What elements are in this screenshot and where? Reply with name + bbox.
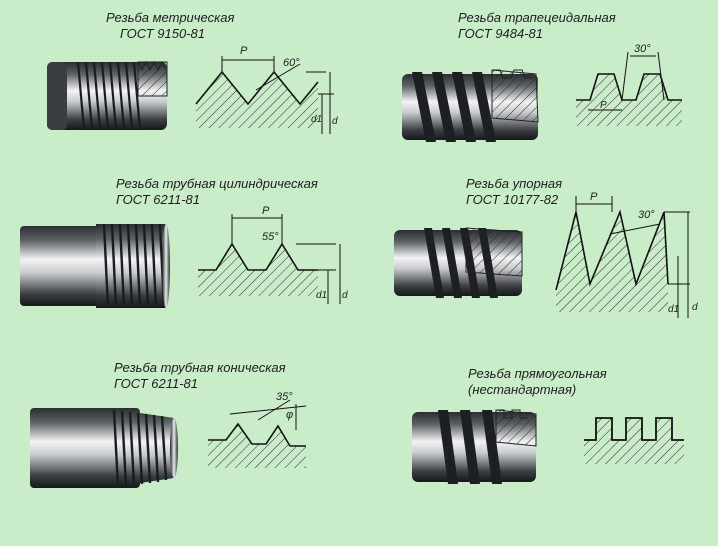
trapezoidal-title: Резьба трапецеидальная ГОСТ 9484-81 (458, 10, 616, 41)
trapezoidal-profile: 30° P (576, 43, 682, 126)
pipe-conical-rod-illustration (30, 408, 178, 488)
pipe-conical-title: Резьба трубная коническая ГОСТ 6211-81 (114, 360, 286, 391)
rectangular-profile (584, 417, 684, 464)
buttress-d1-label: d1 (668, 304, 679, 315)
pipe-cylindrical-pitch-label: P (262, 205, 270, 217)
buttress-title: Резьба упорная ГОСТ 10177-82 (466, 176, 563, 207)
rectangular-title: Резьба прямоугольная (нестандартная) (468, 366, 607, 397)
buttress-d-label: d (692, 302, 698, 313)
metric-d-label: d (332, 116, 338, 127)
pipe-cylindrical-rod-illustration (20, 223, 170, 309)
buttress-rod-illustration (394, 227, 523, 298)
buttress-angle-label: 30° (638, 209, 655, 221)
pipe-cylindrical-d1-label: d1 (316, 290, 327, 301)
rectangular-rod-illustration (412, 409, 537, 484)
metric-profile: P 60° d1 d (195, 45, 338, 134)
trapezoidal-angle-label: 30° (634, 43, 651, 55)
metric-pitch-label: P (240, 45, 248, 57)
pipe-conical-profile: 35° φ (208, 391, 307, 468)
pipe-conical-phi-label: φ (286, 409, 293, 421)
buttress-profile: P 30° d1 d (555, 191, 698, 318)
pipe-conical-angle-label: 35° (276, 391, 293, 403)
pipe-cylindrical-angle-label: 55° (262, 231, 279, 243)
trapezoidal-pitch-label: P (600, 100, 607, 111)
metric-title: Резьба метрическая ГОСТ 9150-81 (106, 10, 235, 41)
trapezoidal-rod-illustration (402, 69, 539, 142)
metric-d1-label: d1 (311, 114, 322, 125)
pipe-cylindrical-profile: P 55° d1 d (198, 205, 348, 304)
pipe-cylindrical-d-label: d (342, 290, 348, 301)
buttress-pitch-label: P (590, 191, 598, 203)
metric-rod-illustration (47, 60, 168, 131)
pipe-cylindrical-title: Резьба трубная цилиндрическая ГОСТ 6211-… (116, 176, 318, 207)
